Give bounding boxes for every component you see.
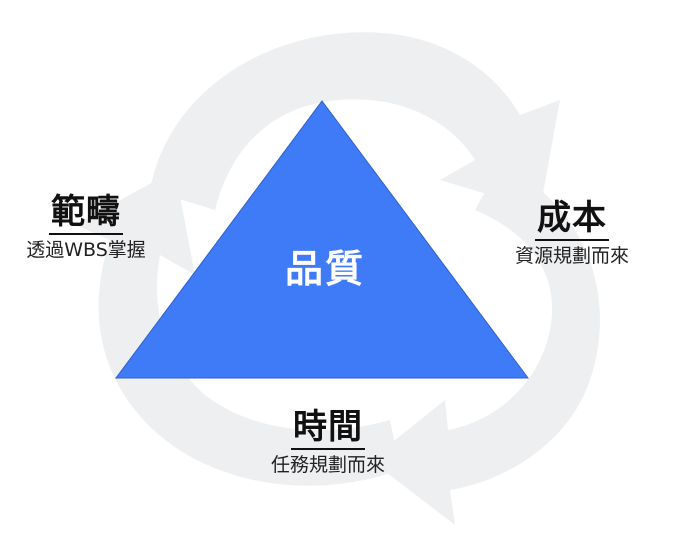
node-time-title: 時間 bbox=[291, 407, 365, 450]
quality-triangle bbox=[115, 100, 529, 379]
node-scope: 範疇 透過WBS掌握 bbox=[6, 192, 166, 262]
cycle-arrow-left bbox=[75, 170, 400, 486]
node-cost-subtitle: 資源規劃而來 bbox=[514, 245, 629, 267]
node-scope-subtitle: 透過WBS掌握 bbox=[26, 239, 146, 261]
node-cost: 成本 資源規劃而來 bbox=[492, 198, 652, 268]
cycle-arrow-right bbox=[370, 165, 600, 525]
node-time-subtitle: 任務規劃而來 bbox=[270, 454, 385, 476]
node-scope-title: 範疇 bbox=[49, 192, 123, 235]
node-cost-title: 成本 bbox=[535, 198, 609, 241]
recycle-cycle-arrows-icon bbox=[75, 32, 600, 525]
center-label-quality: 品質 bbox=[284, 247, 365, 291]
node-time: 時間 任務規劃而來 bbox=[238, 407, 418, 477]
cycle-arrow-top bbox=[150, 32, 560, 210]
